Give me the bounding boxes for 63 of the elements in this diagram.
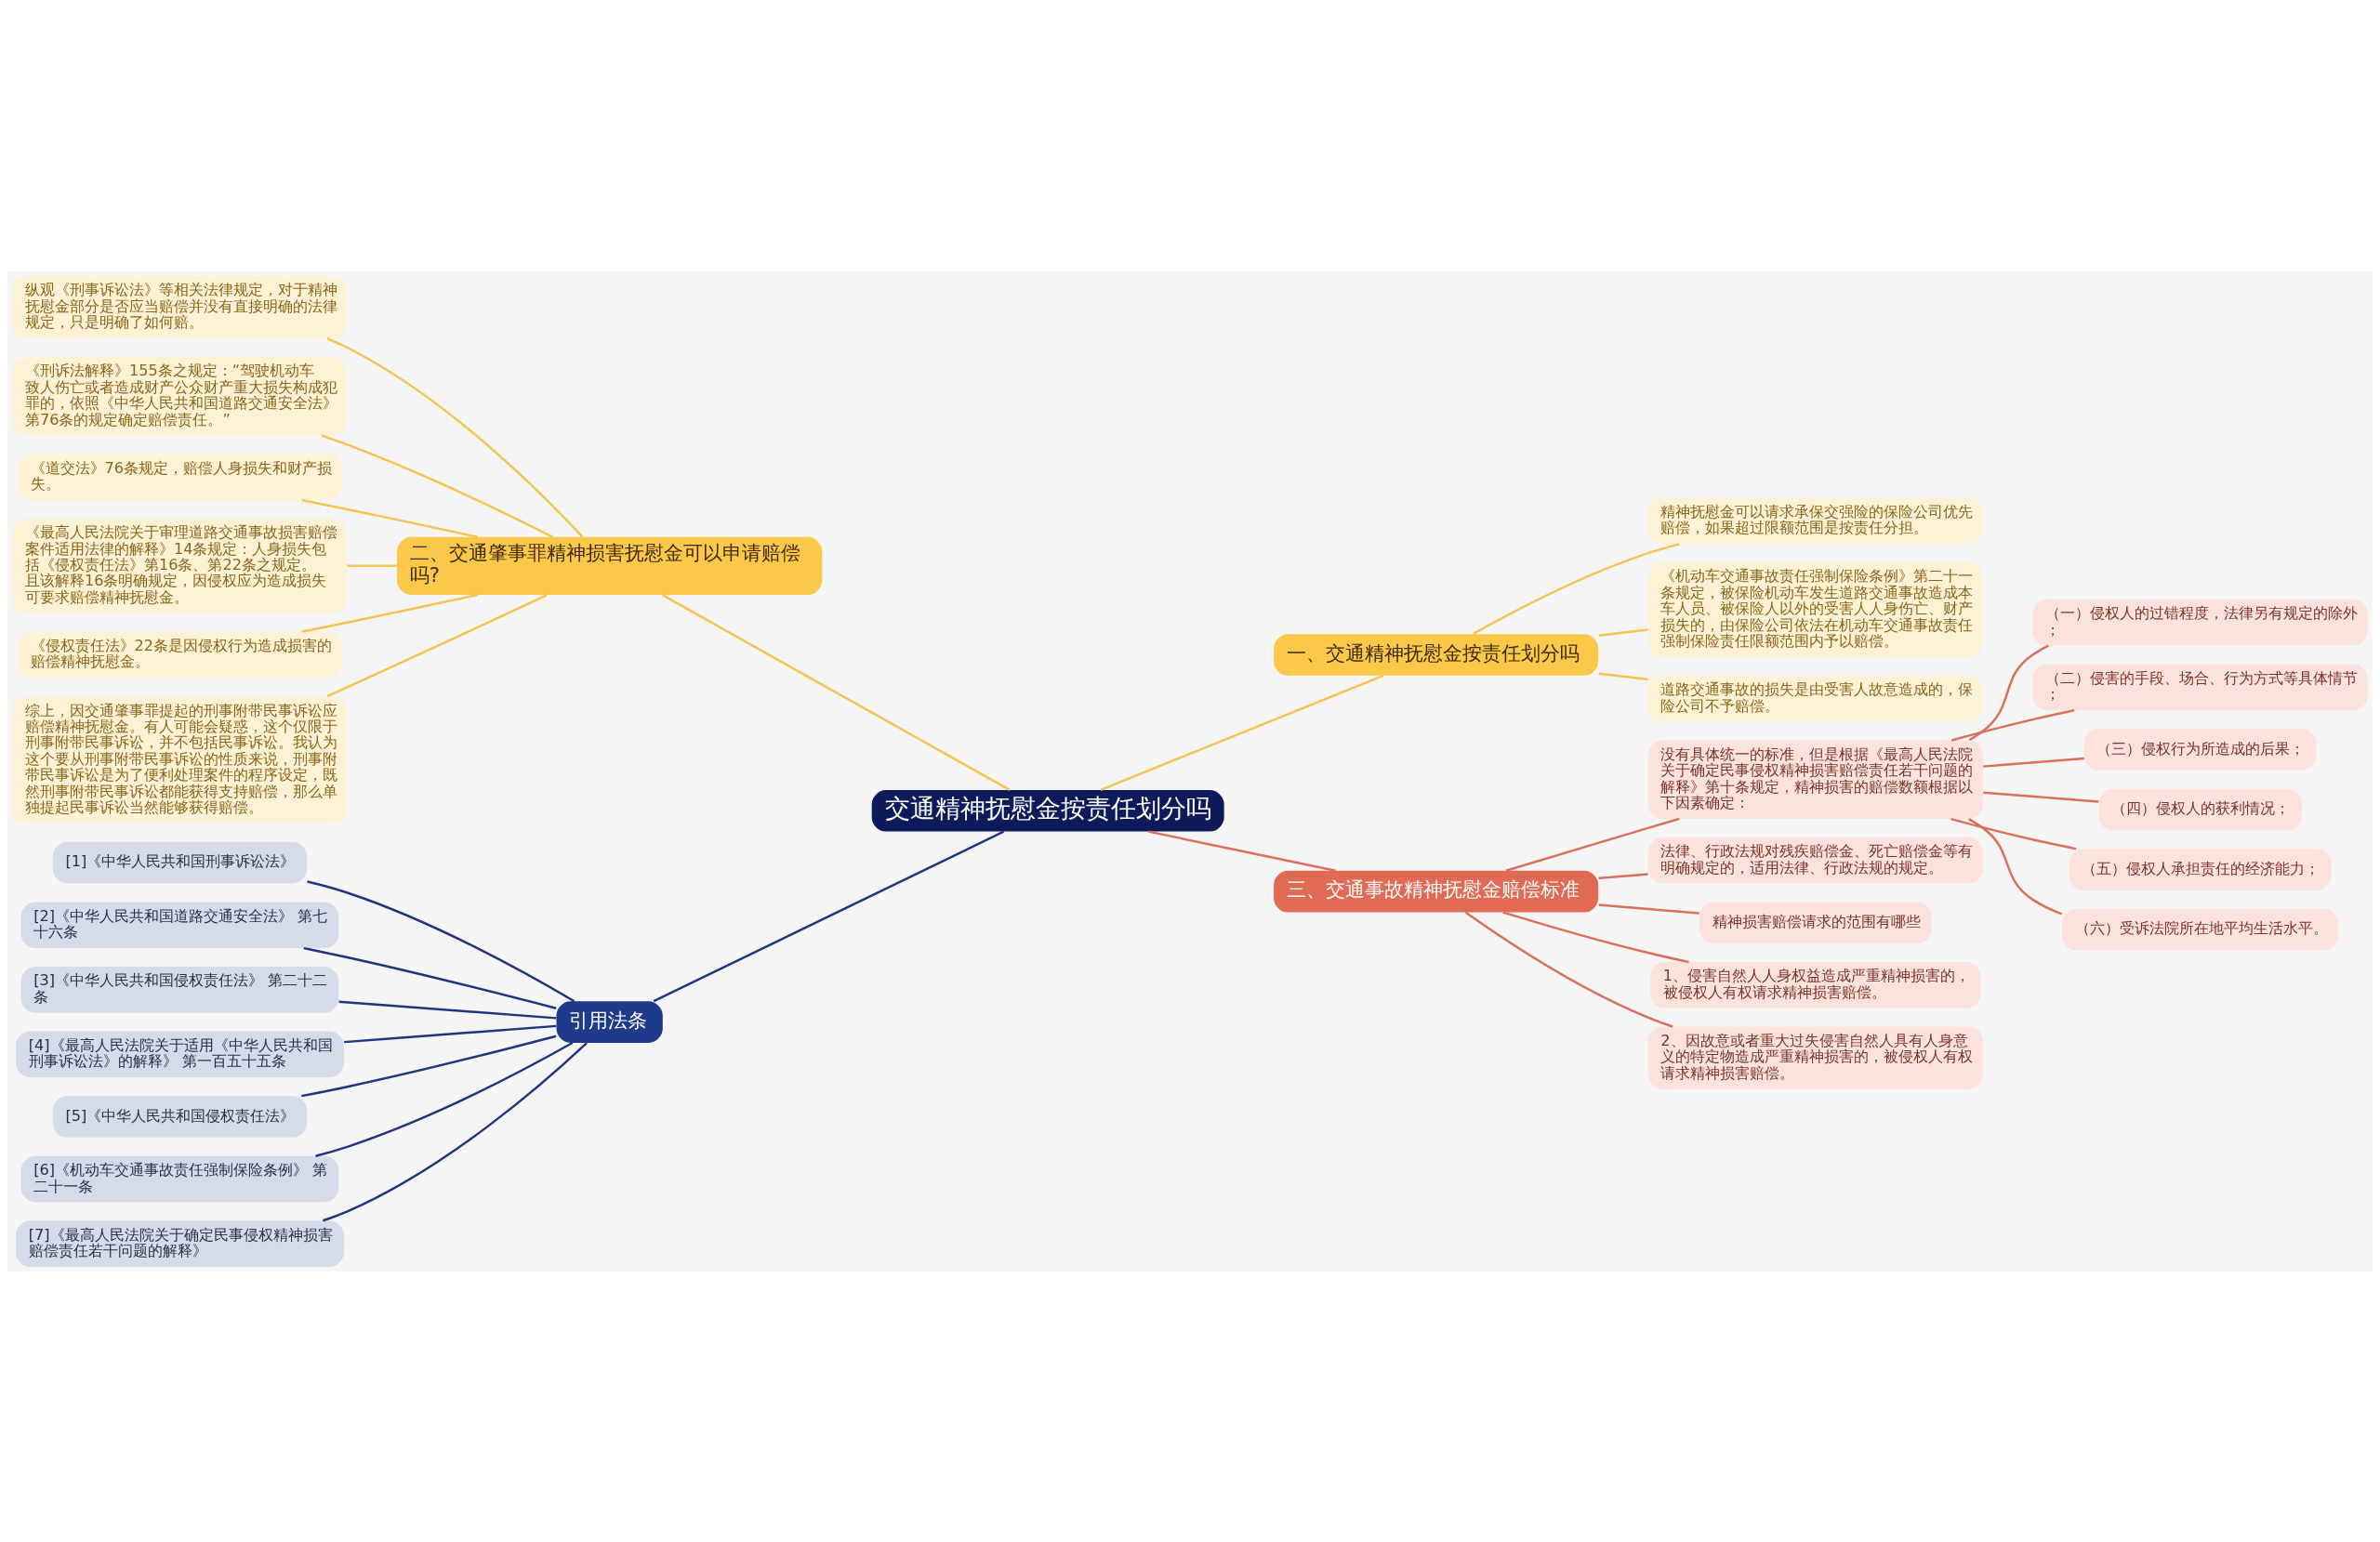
node-box: [6]《机动车交通事故责任强制保险条例》 第二十一条 (20, 1155, 339, 1202)
node-box: 道路交通事故的损失是由受害人故意造成的，保险公司不予赔偿。 (1647, 675, 1983, 722)
connector (653, 830, 1005, 1002)
connector (1502, 910, 1689, 963)
node-box: [7]《最高人民法院关于确定民事侵权精神损害赔偿责任若干问题的解释》 (16, 1219, 344, 1267)
node-box: [5]《中华人民共和国侵权责任法》 (52, 1095, 308, 1138)
node-box: 《最高人民法院关于审理道路交通事故损害赔偿案件适用法律的解释》14条规定：人身损失包括《侵权责任法》第16条、第22条之规定。且该解释16条明确规定，因侵权应为造成损失可要求赔偿精神抚慰金。 (12, 518, 348, 613)
node-box: （二）侵害的手段、场合、行为方式等具体情节； (2032, 663, 2368, 710)
connector (323, 1041, 588, 1221)
connector (1148, 829, 1336, 872)
connector (301, 498, 479, 538)
node-box: （六）受诉法院所在地平均生活水平。 (2062, 908, 2339, 951)
connector (1968, 817, 2063, 916)
connector (301, 1035, 557, 1097)
node-box: 纵观《刑事诉讼法》等相关法律规定，对于精神抚慰金部分是否应当赔偿并没有直接明确的法律规定，只是明确了如何赔。 (12, 275, 348, 338)
node-box: 《道交法》76条规定，赔偿人身损失和财产损失。 (17, 453, 342, 500)
connector (1505, 817, 1680, 872)
connector (1464, 911, 1673, 1028)
node-box: 综上，因交通肇事罪提起的刑事附带民事诉讼应赔偿精神抚慰金。有人可能会疑惑，这个仅限于刑事附带民事诉讼，并不包括民事诉讼。我认为这个要从刑事附带民事诉讼的性质来说，刑事附带民事诉讼是为了便利处理案件的程序设定，既然刑事附带民事诉讼都能获得支持赔偿，那么单独提起民事诉讼当然能够获得赔偿。 (12, 695, 348, 824)
node-box: 三、交通事故精神抚慰金赔偿标准 (1274, 870, 1599, 913)
node-box: 法律、行政法规对残疾赔偿金、死亡赔偿金等有明确规定的，适用法律、行政法规的规定。 (1647, 837, 1983, 883)
connector (326, 593, 548, 697)
connector (321, 433, 553, 538)
node-box: [3]《中华人民共和国侵权责任法》 第二十二条 (20, 966, 339, 1013)
node-box: [1]《中华人民共和国刑事诉讼法》 (52, 841, 308, 883)
connector (1983, 757, 2084, 768)
connector (1983, 791, 2099, 803)
node-box: 二、交通肇事罪精神损害抚慰金可以申请赔偿吗? (397, 536, 823, 595)
connector (661, 593, 1011, 791)
node-box: 《机动车交通事故责任强制保险条例》第二十一条规定，被保险机动车发生道路交通事故造成本车人员、被保险人以外的受害人人身伤亡、财产损失的，由保险公司依法在机动车交通事故责任强制保险责任限额范围内予以赔偿。 (1647, 561, 1983, 657)
connector (338, 999, 557, 1020)
node-box: （四）侵权人的获利情况； (2098, 788, 2302, 830)
node-box: 精神损害赔偿请求的范围有哪些 (1699, 901, 1932, 943)
connector (1598, 903, 1699, 915)
connector (1950, 708, 2075, 742)
node-box: 交通精神抚慰金按责任划分吗 (871, 789, 1224, 832)
node-box: （五）侵权人承担责任的经济能力； (2069, 848, 2332, 890)
node-box: （三）侵权行为所造成的后果； (2083, 728, 2317, 771)
node-box: 一、交通精神抚慰金按责任划分吗 (1274, 633, 1599, 676)
connector (1598, 872, 1648, 879)
node-box: 引用法条 (556, 1000, 663, 1043)
node-box: （一）侵权人的过错程度，法律另有规定的除外； (2032, 599, 2368, 646)
node-box: 精神抚慰金可以请求承保交强险的保险公司优先赔偿，如果超过限额范围是按责任分担。 (1647, 497, 1983, 544)
connector (347, 564, 397, 567)
node-box: 《刑诉法解释》155条之规定：“驾驶机动车致人伤亡或者造成财产公众财产重大损失构成犯罪的，依照《中华人民共和国道路交通安全法》第76条的规定确定赔偿责任。” (12, 356, 348, 435)
connector (1100, 674, 1384, 791)
node-box: 2、因故意或者重大过失侵害自然人具有人身意义的特定物造成严重精神损害的，被侵权人有权请求精神损害赔偿。 (1647, 1026, 1983, 1089)
node-box: [2]《中华人民共和国道路交通安全法》 第七十六条 (20, 901, 339, 948)
connector (1950, 817, 2077, 850)
connector (344, 1024, 557, 1043)
connector (1473, 542, 1680, 635)
connector (307, 879, 575, 1002)
connector (303, 946, 557, 1009)
connector (315, 1041, 574, 1157)
connector (326, 336, 584, 538)
connector (1968, 644, 2049, 741)
node-box: 1、侵害自然人人身权益造成严重精神损害的，被侵权人有权请求精神损害赔偿。 (1650, 961, 1981, 1008)
connector (1598, 627, 1648, 637)
node-box: 《侵权责任法》22条是因侵权行为造成损害的赔偿精神抚慰金。 (17, 631, 342, 678)
connector (301, 593, 479, 633)
connector (1598, 672, 1648, 680)
node-box: 没有具体统一的标准，但是根据《最高人民法院关于确定民事侵权精神损害赔偿责任若干问题的解释》第十条规定，精神损害的赔偿数额根据以下因素确定： (1647, 739, 1983, 819)
node-box: [4]《最高人民法院关于适用《中华人民共和国刑事诉讼法》的解释》 第一百五十五条 (16, 1031, 344, 1077)
